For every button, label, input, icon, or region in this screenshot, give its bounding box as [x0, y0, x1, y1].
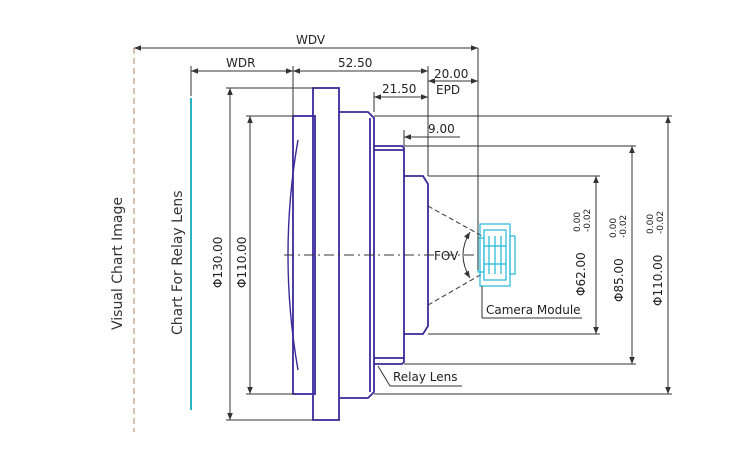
phi-110-outer-tol-upper: 0.00: [646, 214, 656, 234]
fov-arc: [462, 231, 471, 279]
wdr-label: WDR: [226, 56, 255, 70]
phi-62-tol-lower: -0.02: [583, 209, 593, 232]
phi-110-inner-label: Φ110.00: [235, 237, 249, 288]
dim-21-50-label: 21.50: [382, 82, 416, 96]
phi-85-tol-upper: 0.00: [609, 218, 619, 238]
phi-110-outer-label: Φ110.00: [651, 255, 665, 306]
dim-9-00-label: 9.00: [428, 122, 455, 136]
fov-line-lower: [427, 273, 483, 306]
wdv-label: WDV: [296, 33, 326, 47]
phi-130-label: Φ130.00: [211, 237, 225, 288]
camera-module-label: Camera Module: [486, 303, 581, 317]
phi-110-outer-tol-lower: -0.02: [656, 211, 666, 234]
phi-62-label: Φ62.00: [574, 252, 588, 296]
phi-85-label: Φ85.00: [612, 258, 626, 302]
dim-20-00-label: 20.00: [434, 67, 468, 81]
phi-85-tol-lower: -0.02: [619, 215, 629, 238]
dim-52-50-label: 52.50: [338, 56, 372, 70]
phi-62-tol-upper: 0.00: [573, 212, 583, 232]
relay-lens-label: Relay Lens: [393, 370, 458, 384]
epd-label: EPD: [436, 83, 460, 97]
relay-chart-label: Chart For Relay Lens: [170, 191, 186, 336]
fov-label: FOV: [434, 249, 459, 263]
camera-module: [477, 223, 516, 287]
visual-chart-label: Visual Chart Image: [110, 197, 126, 330]
fov-line-upper: [427, 205, 483, 237]
relay-lens-leader: [377, 365, 391, 387]
